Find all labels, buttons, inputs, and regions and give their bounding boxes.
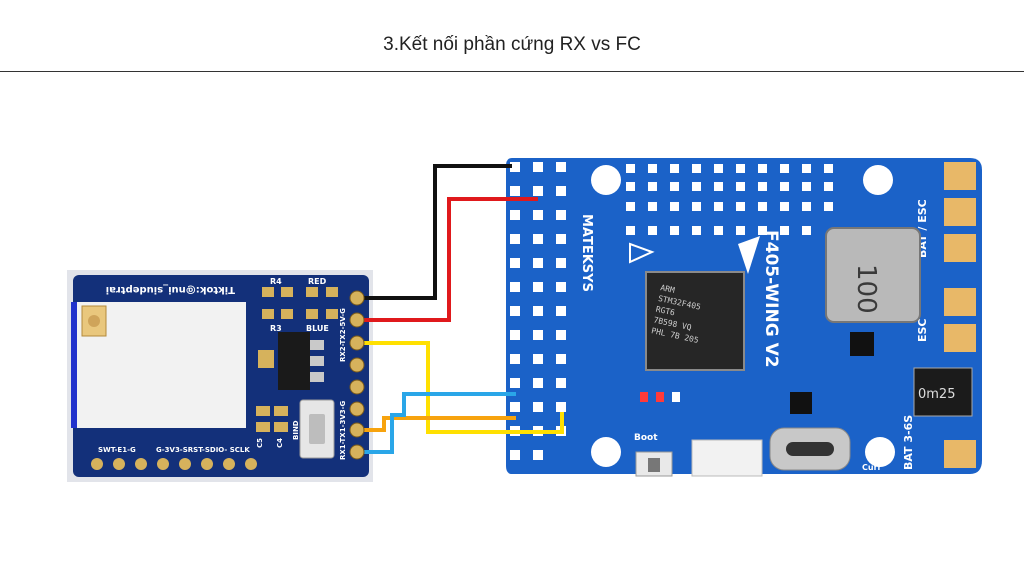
wire-gnd: [357, 164, 512, 300]
rf-module-edge: [71, 302, 77, 428]
c5-pad-bottom: [256, 422, 270, 432]
wire-tx-alt: [357, 416, 516, 432]
antenna-icon: [88, 315, 100, 327]
small-ic: [850, 332, 874, 356]
mcu-chip: [645, 271, 745, 371]
title-divider: [0, 71, 1024, 72]
c4-label: C4: [276, 438, 284, 448]
r3-label: R3: [270, 324, 282, 333]
rx-bottom-header: [91, 458, 257, 470]
regulator-pin-3: [310, 372, 324, 382]
status-led-white: [672, 392, 680, 402]
status-led-red: [640, 392, 648, 402]
rx-receiver-board: Tiktok:@nui_siudeptrai R4 R3 RED BLUE C5…: [67, 270, 373, 482]
c5-pad-top: [256, 406, 270, 416]
current-shunt: [913, 367, 973, 417]
blue-led-pad-right: [326, 309, 338, 319]
curr-label: Curr: [862, 463, 882, 472]
bat-label: BAT 3-6S: [902, 415, 915, 470]
rx-pin-3v3: [349, 401, 365, 417]
esc-label: ESC: [916, 318, 929, 342]
wire-tx2-to-rx: [357, 341, 564, 434]
power-inductor: [825, 227, 921, 323]
rx-pin-rx1: [349, 444, 365, 460]
r3-pad-right: [281, 309, 293, 319]
red-led-label: RED: [308, 277, 327, 286]
fc-mount-hole-br: [865, 437, 895, 467]
fc-right-pads: [944, 162, 976, 468]
rx-pin-g: [349, 379, 365, 395]
jst-connector: [691, 439, 763, 477]
c4-pad-top: [274, 406, 288, 416]
matek-logo-icon: [738, 236, 760, 274]
fc-mount-hole-tl: [591, 165, 621, 195]
rx-pin-rx2: [349, 357, 365, 373]
wires: [357, 164, 564, 454]
rx-pin-bottom-label: RX1-TX1-3V3-G: [339, 400, 347, 460]
rx-pin-5v: [349, 312, 365, 328]
regulator-pin-2: [310, 356, 324, 366]
arrow-logo-icon: [629, 242, 655, 264]
flight-controller-board: BAT / ESC ESC BAT 3-6S MATEKSYS F405-WIN…: [506, 158, 982, 477]
bind-label: BIND: [292, 420, 300, 440]
wire-5v: [357, 197, 538, 322]
boot-button-cap[interactable]: [648, 458, 660, 472]
blue-led-label: BLUE: [306, 324, 329, 333]
mcu-chip-line: RGT6: [655, 305, 676, 318]
small-ic-2: [790, 392, 812, 414]
page-title: 3.Kết nối phần cứng RX vs FC: [383, 34, 641, 55]
fc-top-pads: [626, 164, 833, 235]
boot-label: Boot: [634, 433, 658, 443]
rx-pin-top-label: RX2-TX2-5V-G: [339, 308, 347, 362]
rx-bottom-mid-label: G-3V3-SRST-SDIO- SCLK: [156, 446, 250, 454]
c5-label: C5: [256, 438, 264, 448]
c4-pad-bottom: [274, 422, 288, 432]
fc-mount-hole-bl: [591, 437, 621, 467]
red-led-pad-right: [326, 287, 338, 297]
rx-pin-header: [349, 290, 365, 460]
voltage-regulator: [278, 332, 310, 390]
r4-pad-right: [281, 287, 293, 297]
bind-button-cap[interactable]: [309, 414, 325, 444]
wire-rx: [357, 392, 516, 454]
r3-pad-left: [262, 309, 274, 319]
rx-top-label: Tiktok:@nui_siudeptrai: [106, 284, 235, 295]
brand-label: MATEKSYS: [579, 214, 594, 292]
mcu-chip-line: ARM: [660, 283, 676, 295]
current-shunt-label: 0m25: [918, 387, 955, 402]
usb-c-opening: [786, 442, 834, 456]
red-led-pad-left: [306, 287, 318, 297]
model-label: F405-WING V2: [761, 230, 781, 368]
inductor-label: 100: [851, 264, 881, 314]
blue-led-pad-left: [306, 309, 318, 319]
status-led-red-2: [656, 392, 664, 402]
regulator-pin-1: [310, 340, 324, 350]
rx-pin-tx2: [349, 335, 365, 351]
rx-pin-tx1: [349, 422, 365, 438]
rx-bottom-left-label: SWT-E1-G: [98, 446, 136, 454]
fc-mount-hole-tr: [863, 165, 893, 195]
r4-label: R4: [270, 277, 282, 286]
rx-pin-gnd: [349, 290, 365, 306]
r4-pad-left: [262, 287, 274, 297]
cap-pad: [258, 350, 274, 368]
